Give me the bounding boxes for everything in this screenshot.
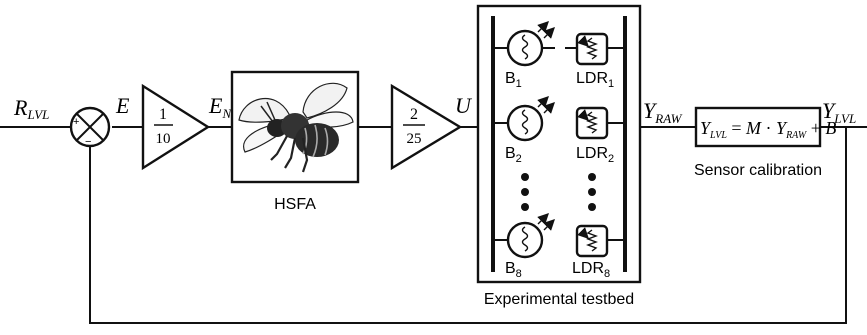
svg-text:B1: B1 (505, 70, 522, 90)
gain-block-2: 2 25 (390, 83, 463, 171)
testbed-block: B1 LDR1 B2 (476, 4, 642, 308)
bulb-2: B2 (493, 96, 555, 165)
ldr-1: LDR1 (565, 32, 625, 90)
plus-sign: + (73, 116, 79, 128)
calibration-label: Sensor calibration (694, 162, 822, 179)
ldr-2: LDR2 (575, 106, 625, 165)
raw-output-label: YRAW (643, 98, 683, 126)
gain-2-numerator: 2 (410, 106, 418, 123)
svg-text:LDR2: LDR2 (576, 145, 614, 165)
photoresistor-icon (575, 32, 609, 66)
svg-text:LDR1: LDR1 (576, 70, 614, 90)
gain-block-1: 1 10 (141, 83, 211, 171)
control-label: U (455, 93, 473, 118)
lamp-icon (506, 96, 555, 142)
bee-icon (238, 82, 354, 173)
minus-sign: − (85, 136, 91, 148)
calibration-equation: YLVL = M · YRAW + B (700, 118, 836, 141)
svg-text:LDR8: LDR8 (572, 260, 610, 280)
reference-label: RLVL (13, 95, 49, 122)
hsfa-block: HSFA (230, 70, 360, 213)
gain-1-denominator: 10 (156, 131, 171, 147)
feedback-wire (89, 127, 847, 324)
error-label: E (115, 93, 130, 118)
summing-junction: + − (69, 106, 111, 148)
calibration-block: YLVL = M · YRAW + B Sensor calibration (694, 106, 836, 179)
bulb-1: B1 (493, 21, 555, 90)
svg-text:B2: B2 (505, 145, 522, 165)
normalized-error-label: EN (208, 93, 232, 121)
hsfa-label: HSFA (274, 196, 316, 213)
svg-text:B8: B8 (505, 260, 522, 280)
photoresistor-icon (575, 106, 609, 140)
testbed-label: Experimental testbed (484, 291, 634, 308)
output-label: YLVL (822, 98, 856, 126)
gain-2-denominator: 25 (407, 131, 422, 147)
bulb-8: B8 (493, 213, 555, 280)
gain-1-numerator: 1 (159, 106, 167, 123)
lamp-icon (506, 213, 555, 259)
ellipsis-dots (521, 173, 596, 211)
photoresistor-icon (575, 224, 609, 258)
ldr-8: LDR8 (572, 224, 625, 280)
